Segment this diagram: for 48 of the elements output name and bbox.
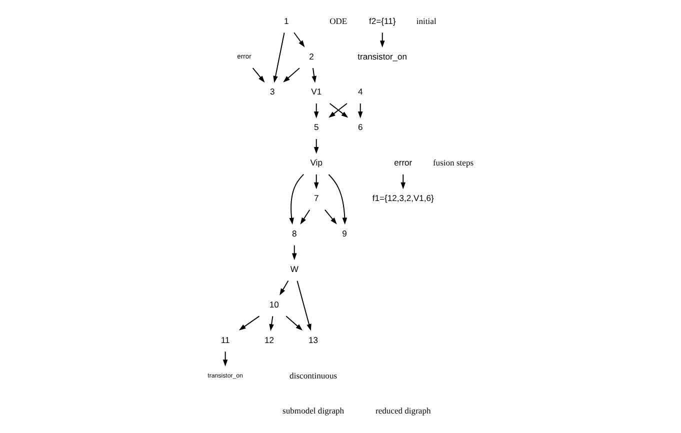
- arrow: [289, 174, 304, 225]
- node-text: 3: [270, 86, 275, 97]
- arrow: [296, 280, 312, 331]
- label: submodel digraph: [282, 406, 344, 416]
- arrow: [314, 103, 319, 118]
- node-text: 1: [284, 16, 289, 26]
- node-text: W: [290, 264, 298, 274]
- node-text: transistor_on: [358, 51, 408, 62]
- arrow: [300, 209, 310, 224]
- node-text: Vip: [310, 158, 322, 168]
- label: ODE: [330, 16, 348, 26]
- node-text: 12: [264, 334, 274, 345]
- node-text: 10: [269, 299, 279, 310]
- arrow: [280, 280, 289, 296]
- arrow: [328, 174, 348, 225]
- node-text: error: [394, 158, 412, 168]
- node-text: 13: [308, 334, 318, 345]
- label: reduced digraph: [375, 406, 431, 416]
- node-text: 9: [342, 228, 347, 238]
- arrow: [312, 68, 316, 83]
- arrow: [286, 316, 303, 331]
- node-text: 2: [309, 51, 314, 62]
- node-text: 4: [358, 86, 363, 97]
- label: fusion steps: [432, 158, 474, 168]
- node-text: 8: [292, 228, 297, 238]
- node-text: f1={12,3,2,V1,6}: [372, 193, 434, 204]
- node-text: V1: [311, 86, 322, 97]
- arrow: [314, 138, 319, 154]
- arrow: [400, 174, 406, 190]
- label: initial: [416, 16, 436, 26]
- node-text: 11: [220, 334, 230, 345]
- arrow: [238, 316, 260, 330]
- arrow: [314, 174, 319, 190]
- node-text: 7: [314, 193, 319, 204]
- node-text: f2={11}: [369, 16, 396, 26]
- arrow: [283, 68, 300, 82]
- arrow: [380, 32, 385, 48]
- arrow: [252, 68, 265, 83]
- arrow: [292, 244, 297, 260]
- node-text: 6: [358, 122, 363, 132]
- arrow: [294, 32, 305, 48]
- label: discontinuous: [290, 370, 338, 380]
- arrow: [269, 316, 274, 332]
- arrow: [222, 351, 228, 366]
- arrow: [324, 209, 337, 224]
- arrow: [273, 32, 285, 83]
- node-text: 5: [314, 122, 319, 132]
- arrow: [358, 103, 363, 118]
